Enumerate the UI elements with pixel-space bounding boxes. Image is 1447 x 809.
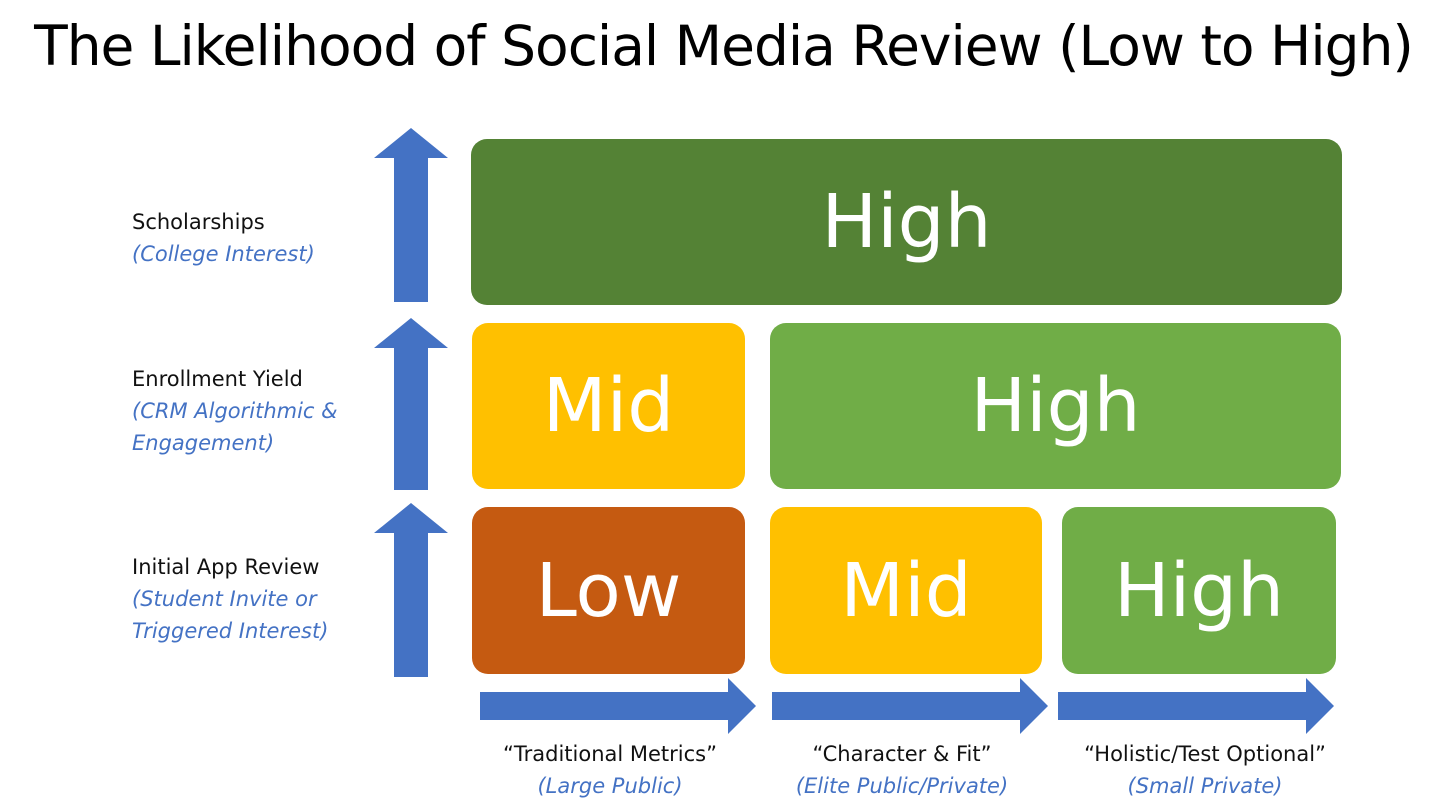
arrow-up-icon xyxy=(374,318,448,490)
row-label-scholarships: Scholarships (College Interest) xyxy=(132,206,315,270)
column-label-title: “Character & Fit” xyxy=(812,742,992,766)
column-label-traditional-metrics: “Traditional Metrics” (Large Public) xyxy=(450,738,770,802)
row-label-initial-app-review: Initial App Review (Student Invite or Tr… xyxy=(132,551,328,647)
row-label-title: Initial App Review xyxy=(132,555,320,579)
row-label-subtitle: Engagement) xyxy=(132,431,275,455)
column-label-title: “Holistic/Test Optional” xyxy=(1084,742,1326,766)
column-label-subtitle: (Small Private) xyxy=(1127,774,1283,798)
column-label-character-fit: “Character & Fit” (Elite Public/Private) xyxy=(742,738,1062,802)
cell-scholarships-high: High xyxy=(471,139,1342,305)
arrow-right-icon xyxy=(772,678,1048,734)
page-title: The Likelihood of Social Media Review (L… xyxy=(34,14,1414,78)
row-label-enrollment-yield: Enrollment Yield (CRM Algorithmic & Enga… xyxy=(132,363,338,459)
cell-yield-traditional-mid: Mid xyxy=(472,323,745,489)
cell-initial-traditional-low: Low xyxy=(472,507,745,674)
arrow-up-icon xyxy=(374,128,448,302)
column-label-title: “Traditional Metrics” xyxy=(503,742,717,766)
column-label-subtitle: (Large Public) xyxy=(537,774,683,798)
column-label-subtitle: (Elite Public/Private) xyxy=(795,774,1009,798)
row-label-subtitle: (Student Invite or xyxy=(132,587,317,611)
cell-initial-character-mid: Mid xyxy=(770,507,1042,674)
row-label-subtitle: (CRM Algorithmic & xyxy=(132,399,338,423)
row-label-subtitle: (College Interest) xyxy=(132,242,315,266)
row-label-title: Scholarships xyxy=(132,210,265,234)
column-label-holistic-test-optional: “Holistic/Test Optional” (Small Private) xyxy=(1040,738,1370,802)
cell-initial-holistic-high: High xyxy=(1062,507,1336,674)
arrow-up-icon xyxy=(374,503,448,677)
arrow-right-icon xyxy=(480,678,756,734)
cell-yield-character-holistic-high: High xyxy=(770,323,1341,489)
row-label-subtitle: Triggered Interest) xyxy=(132,619,329,643)
arrow-right-icon xyxy=(1058,678,1334,734)
row-label-title: Enrollment Yield xyxy=(132,367,303,391)
